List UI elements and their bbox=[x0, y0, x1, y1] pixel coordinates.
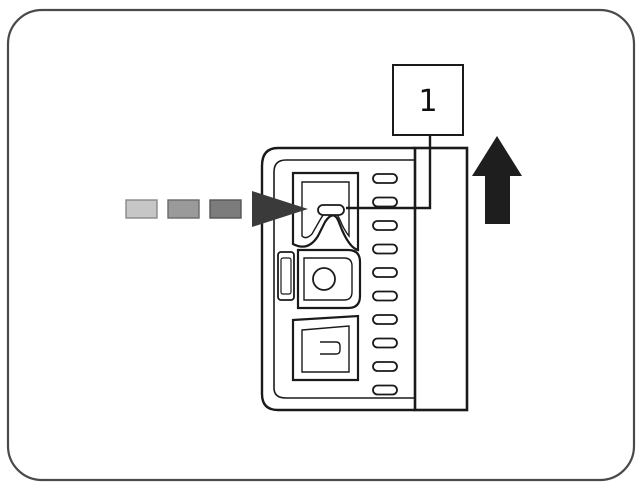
callout-box: 1 bbox=[392, 64, 464, 136]
callout-leader-line bbox=[346, 135, 432, 210]
vent-slot bbox=[372, 337, 398, 349]
vent-slot bbox=[372, 384, 398, 396]
vent-slot bbox=[372, 290, 398, 302]
dashed-arrow-right-icon bbox=[125, 191, 308, 227]
vent-slot bbox=[372, 196, 398, 208]
arrow-head bbox=[252, 191, 308, 227]
vent-slot bbox=[372, 220, 398, 231]
latch-slot bbox=[317, 204, 345, 216]
arrow-dash-1 bbox=[125, 199, 158, 219]
side-panel bbox=[413, 146, 469, 412]
bottom-clip bbox=[291, 314, 360, 382]
callout-label: 1 bbox=[418, 84, 437, 119]
vent-slot bbox=[372, 361, 398, 372]
vent-slot bbox=[372, 267, 398, 278]
vent-slot bbox=[372, 243, 398, 255]
side-latch bbox=[277, 251, 295, 301]
vent-slots bbox=[372, 173, 398, 396]
center-button bbox=[296, 248, 362, 310]
arrow-dash-2 bbox=[167, 199, 200, 219]
arrow-up-icon bbox=[472, 136, 522, 224]
arrow-dash-3 bbox=[209, 199, 242, 219]
vent-slot bbox=[372, 173, 398, 184]
vent-slot bbox=[372, 314, 398, 325]
